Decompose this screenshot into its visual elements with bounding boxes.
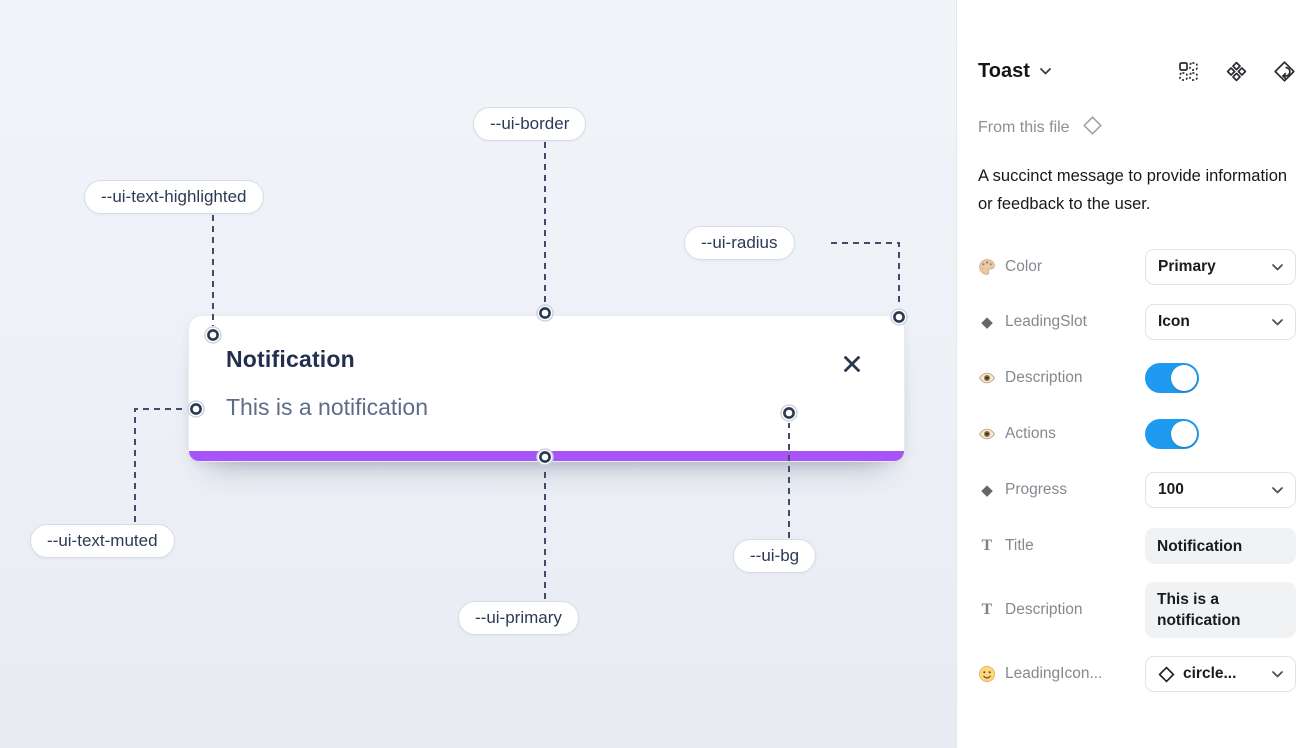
annotation-ui-border: --ui-border <box>473 107 587 141</box>
diamond-icon: ◆ <box>981 313 993 331</box>
chevron-down-icon[interactable] <box>1039 67 1051 75</box>
title-field[interactable]: Notification <box>1145 528 1296 564</box>
prop-label-text: Color <box>1005 258 1043 275</box>
toast-close-button[interactable] <box>840 353 864 377</box>
annotation-ui-bg: --ui-bg <box>733 539 817 573</box>
prop-label-text: Title <box>1005 537 1034 554</box>
prop-label-text: Progress <box>1005 481 1068 498</box>
annotation-ui-radius: --ui-radius <box>684 226 795 260</box>
prop-label-text: Actions <box>1005 425 1056 442</box>
component-title: Toast <box>978 59 1030 82</box>
progress-select[interactable]: 100 <box>1145 472 1296 508</box>
annotation-ui-primary: --ui-primary <box>458 601 579 635</box>
prop-row-progress: ◆ Progress 100 <box>978 472 1296 508</box>
instance-icon[interactable] <box>1177 60 1200 83</box>
text-icon: T <box>981 601 993 618</box>
toast-description: This is a notification <box>226 394 428 420</box>
source-label: From this file <box>978 119 1070 136</box>
eye-icon <box>978 369 996 387</box>
connector-ui-text-muted <box>134 408 186 522</box>
prop-row-description-text: T Description This is a notification <box>978 582 1296 638</box>
source-row: From this file <box>978 116 1103 140</box>
leadingslot-select[interactable]: Icon <box>1145 304 1296 340</box>
toast-component[interactable]: Notification This is a notification <box>188 315 905 462</box>
description-toggle[interactable] <box>1145 363 1199 393</box>
properties-panel: Toast <box>958 0 1312 748</box>
panel-header: Toast <box>978 56 1296 86</box>
diamond-icon: ◆ <box>981 481 993 499</box>
chevron-down-icon <box>1272 263 1283 271</box>
palette-icon <box>978 258 996 276</box>
connector-ui-radius <box>831 242 900 307</box>
diamond-outline-icon <box>1082 115 1103 141</box>
prop-label-text: Description <box>1005 369 1083 386</box>
prop-row-color: Color Primary <box>978 249 1296 285</box>
chevron-down-icon <box>1272 486 1283 494</box>
actions-toggle[interactable] <box>1145 419 1199 449</box>
variants-icon[interactable] <box>1225 60 1248 83</box>
prop-row-title: T Title Notification <box>978 528 1296 564</box>
component-description: A succinct message to provide informatio… <box>978 167 1288 213</box>
x-icon <box>841 356 863 378</box>
smiley-icon <box>978 665 996 683</box>
leadingicon-select-value: circle... <box>1183 665 1237 682</box>
prop-row-description-toggle: Description <box>978 360 1296 396</box>
toast-progress-bar <box>189 451 904 461</box>
leadingicon-select[interactable]: circle... <box>1145 656 1296 692</box>
prop-label-text: LeadingIcon... <box>1005 665 1103 682</box>
text-icon: T <box>981 537 993 554</box>
prop-row-leadingicon: LeadingIcon... circle... <box>978 656 1296 692</box>
annotation-ui-text-muted: --ui-text-muted <box>30 524 175 558</box>
prop-label-text: Description <box>1005 601 1083 618</box>
diamond-outline-icon <box>1158 665 1175 683</box>
leadingslot-select-value: Icon <box>1158 313 1190 330</box>
progress-select-value: 100 <box>1158 481 1184 498</box>
prop-label-text: LeadingSlot <box>1005 313 1087 330</box>
chevron-down-icon <box>1272 670 1283 678</box>
chevron-down-icon <box>1272 318 1283 326</box>
prop-row-actions-toggle: Actions <box>978 416 1296 452</box>
eye-icon <box>978 425 996 443</box>
description-field[interactable]: This is a notification <box>1145 582 1296 638</box>
prop-row-leadingslot: ◆ LeadingSlot Icon <box>978 304 1296 340</box>
go-to-main-component-icon[interactable] <box>1273 60 1296 83</box>
design-canvas[interactable]: Notification This is a notification <box>0 0 957 748</box>
toast-title: Notification <box>226 346 355 372</box>
color-select-value: Primary <box>1158 258 1216 275</box>
annotation-ui-text-highlighted: --ui-text-highlighted <box>84 180 264 214</box>
color-select[interactable]: Primary <box>1145 249 1296 285</box>
